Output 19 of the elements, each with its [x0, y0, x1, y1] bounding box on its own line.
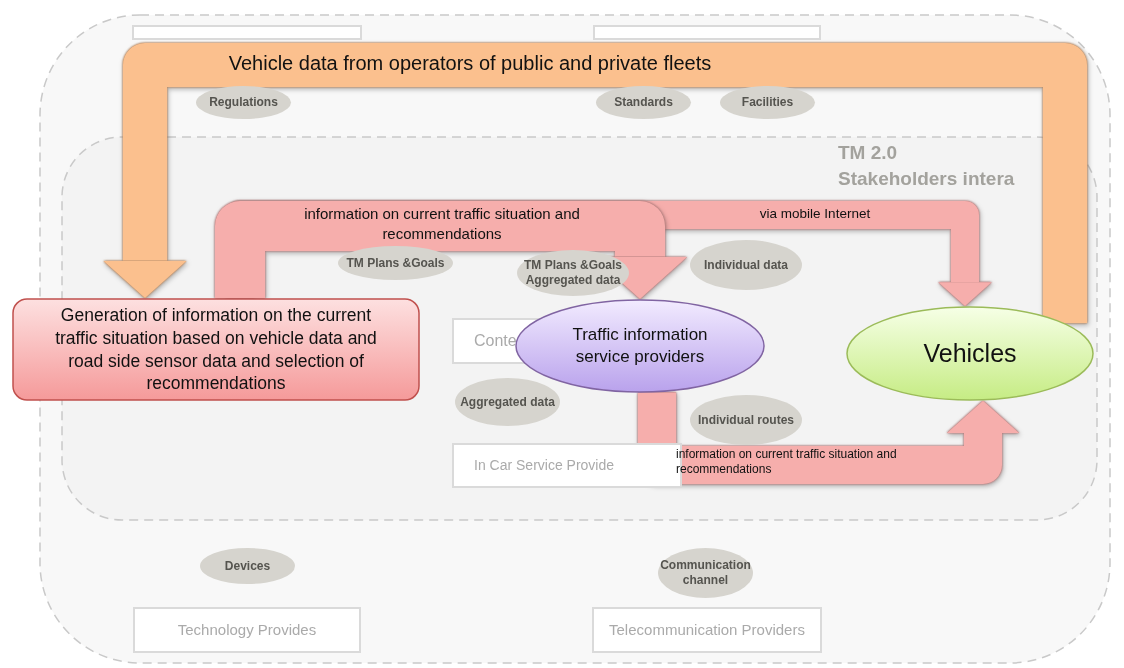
node-text: Generation of information on the current traffic situation based on vehicle data and road side sensor data and selection of recommendations [54, 304, 378, 395]
block-arrow [638, 392, 1020, 484]
edge-label: Vehicle data from operators of public and private fleets [227, 51, 713, 76]
edge-label: information on current traffic situation and recommendations [303, 204, 581, 245]
faded-heading: TM 2.0 [838, 142, 898, 164]
faded-box-label: Telecommunication Providers [592, 607, 822, 653]
faded-box [593, 25, 821, 40]
ellipse-node [846, 306, 1094, 401]
edge-label: via mobile Internet [758, 205, 872, 223]
faded-box-label: Technology Provides [133, 607, 361, 653]
faded-box [132, 25, 362, 40]
block-arrow [103, 43, 1087, 323]
node-text: Traffic information service providers [571, 323, 709, 368]
ellipse-node [515, 299, 765, 393]
process-box [12, 298, 420, 401]
block-arrow [215, 201, 688, 299]
edge-label: information on current traffic situation and recommendations [676, 447, 898, 477]
faded-heading: Stakeholders intera [838, 168, 1015, 190]
node-text: Vehicles [923, 338, 1017, 370]
